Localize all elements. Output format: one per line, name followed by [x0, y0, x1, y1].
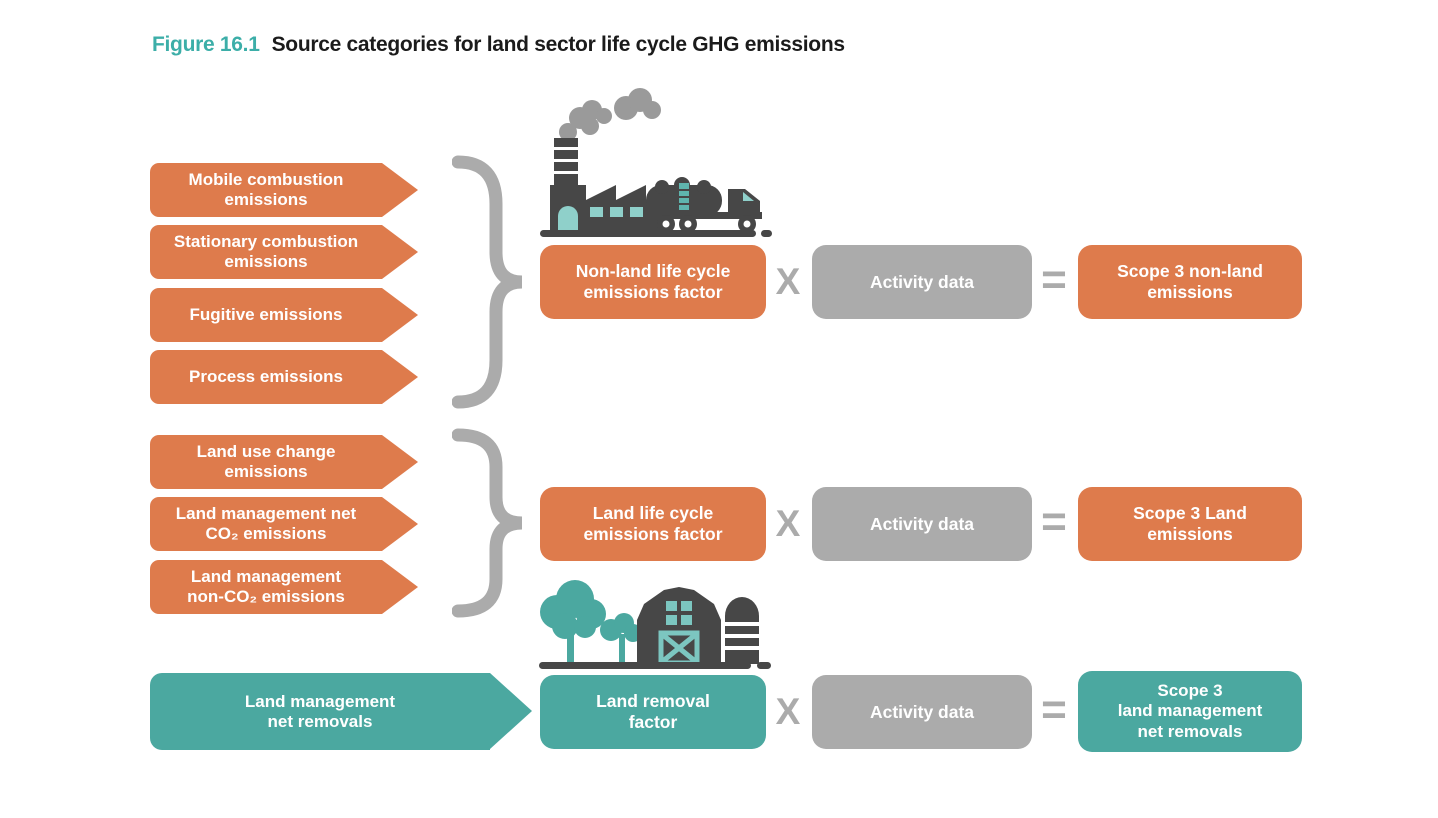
activity-data-box-row2: Activity data: [812, 487, 1032, 561]
factor-box-land: Land life cycle emissions factor: [540, 487, 766, 561]
factor-box-non-land: Non-land life cycle emissions factor: [540, 245, 766, 319]
source-arrow-land-use-change: Land use change emissions: [150, 435, 418, 489]
source-arrow-land-mgmt-net-removals: Land management net removals: [150, 673, 532, 750]
source-label: Process emissions: [150, 350, 382, 404]
arrow-tip: [382, 497, 418, 551]
source-arrow-fugitive: Fugitive emissions: [150, 288, 418, 342]
source-label: Mobile combustion emissions: [150, 163, 382, 217]
activity-data-box-row1: Activity data: [812, 245, 1032, 319]
arrow-tip: [382, 288, 418, 342]
source-label: Land use change emissions: [150, 435, 382, 489]
source-arrow-land-mgmt-co2: Land management net CO₂ emissions: [150, 497, 418, 551]
brace-row1: [452, 155, 523, 409]
result-box-scope3-non-land: Scope 3 non-land emissions: [1078, 245, 1302, 319]
equals-operator-row1: =: [1041, 255, 1067, 304]
arrow-tip: [382, 560, 418, 614]
source-label: Fugitive emissions: [150, 288, 382, 342]
multiply-operator-row2: X: [775, 503, 801, 544]
source-label: Stationary combustion emissions: [150, 225, 382, 279]
source-label: Land management non-CO₂ emissions: [150, 560, 382, 614]
source-arrow-land-mgmt-non-co2: Land management non-CO₂ emissions: [150, 560, 418, 614]
equals-operator-row2: =: [1041, 497, 1067, 546]
arrow-tip: [382, 225, 418, 279]
factory-truck-icon: [540, 88, 772, 237]
multiply-operator-row1: X: [775, 261, 801, 302]
activity-data-box-row3: Activity data: [812, 675, 1032, 749]
barn-farm-icon: [539, 580, 771, 669]
source-arrow-stationary-combustion: Stationary combustion emissions: [150, 225, 418, 279]
arrow-tip: [490, 673, 532, 749]
source-arrow-process: Process emissions: [150, 350, 418, 404]
source-label: Land management net CO₂ emissions: [150, 497, 382, 551]
factor-box-land-removal: Land removal factor: [540, 675, 766, 749]
figure-title: Figure 16.1 Source categories for land se…: [152, 33, 845, 57]
source-arrow-mobile-combustion: Mobile combustion emissions: [150, 163, 418, 217]
arrow-tip: [382, 350, 418, 404]
arrow-tip: [382, 163, 418, 217]
multiply-operator-row3: X: [775, 691, 801, 732]
result-box-scope3-land-mgmt-removals: Scope 3 land management net removals: [1078, 671, 1302, 752]
figure-title-text: Source categories for land sector life c…: [271, 33, 845, 56]
equals-operator-row3: =: [1041, 685, 1067, 734]
result-box-scope3-land: Scope 3 Land emissions: [1078, 487, 1302, 561]
brace-row2: [452, 428, 523, 618]
figure-number: Figure 16.1: [152, 33, 260, 56]
arrow-tip: [382, 435, 418, 489]
source-label: Land management net removals: [150, 673, 490, 750]
